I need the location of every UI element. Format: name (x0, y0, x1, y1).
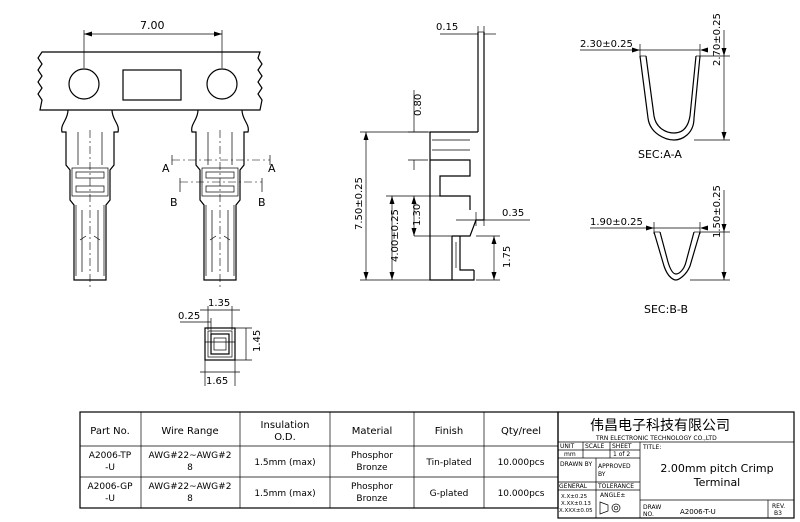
header-finish: Finish (435, 426, 463, 437)
drawing-no-label-l2: NO. (643, 511, 654, 518)
unit-label: UNIT (560, 443, 575, 450)
cell-wire: AWG#22~AWG#2 (149, 482, 232, 492)
header-material: Material (352, 426, 393, 437)
dim-080: 0.80 (413, 94, 424, 116)
front-view: 7.00 A A (37, 19, 276, 290)
dim-130: 1.30 (412, 204, 423, 226)
cell-wire: AWG#22~AWG#2 (149, 451, 232, 461)
title-label: TITLE: (642, 444, 661, 451)
projection-icon (599, 501, 621, 515)
cell-insulation: 1.5mm (max) (254, 458, 315, 468)
cell-finish: G-plated (430, 489, 469, 499)
header-wire-range: Wire Range (161, 426, 218, 437)
header-insulation-l1: Insulation (261, 420, 310, 431)
title-block: 伟昌电子科技有限公司 TRN ELECTRONIC TECHNOLOGY CO.… (557, 411, 795, 519)
dim-end-height: 1.45 (252, 330, 263, 352)
sheet-label: SHEET (612, 443, 632, 450)
cell-material: Phosphor (351, 451, 393, 461)
pilot-hole-left (68, 68, 100, 100)
dim-end-left: 0.25 (178, 311, 200, 322)
sec-b-label: SEC:B-B (644, 303, 688, 316)
end-view: 1.35 0.25 1.45 1.65 (178, 298, 263, 387)
header-qty: Qty/reel (501, 426, 541, 437)
tolerance-3: X.XXX±0.05 (559, 508, 593, 514)
cell-part: A2006-TP (89, 451, 132, 461)
dim-175: 1.75 (502, 246, 513, 268)
cell-material-l2: Bronze (356, 494, 388, 504)
drawing-no: A2006-T-U (680, 508, 716, 516)
cell-wire-suffix: 8 (187, 494, 193, 504)
approved-label-l2: BY (598, 471, 606, 478)
dim-pitch: 7.00 (140, 19, 165, 32)
tolerance-1: X.X±0.25 (561, 494, 588, 500)
dim-sec-b-height: 1.50±0.25 (712, 185, 723, 238)
cell-qty: 10.000pcs (498, 458, 545, 468)
section-mark-b-left: B (170, 196, 178, 209)
unit-value: mm (564, 451, 576, 458)
approved-label-l1: APPROVED (598, 463, 631, 470)
cell-material-l2: Bronze (356, 463, 388, 473)
company-cn: 伟昌电子科技有限公司 (590, 418, 730, 434)
table-row: A2006-TP -U AWG#22~AWG#2 8 1.5mm (max) P… (89, 451, 545, 473)
section-mark-a-right: A (268, 162, 276, 175)
dim-400: 4.00±0.25 (390, 209, 401, 262)
cell-part-suffix: -U (105, 463, 115, 473)
dim-end-top: 1.35 (208, 298, 230, 309)
section-a-a: 2.30±0.25 2.70±0.25 SEC:A-A (580, 13, 730, 161)
cell-wire-suffix: 8 (187, 463, 193, 473)
dim-sec-a-width: 2.30±0.25 (580, 39, 633, 50)
header-part-no: Part No. (90, 426, 130, 437)
section-mark-b-right: B (258, 196, 266, 209)
cell-material: Phosphor (351, 482, 393, 492)
dim-750: 7.50±0.25 (354, 177, 365, 230)
cell-qty: 10.000pcs (498, 489, 545, 499)
drawing-title-l2: Terminal (693, 476, 741, 489)
side-view: 0.15 0.80 7.50±0.25 4.00±0.25 1.30 0.35 (354, 22, 530, 281)
spec-table: Part No. Wire Range Insulation O.D. Mate… (79, 411, 559, 509)
tolerance-2: X.XX±0.13 (561, 501, 591, 507)
sheet-value: 1 of 2 (613, 451, 630, 458)
terminal-left (61, 109, 119, 290)
cell-insulation: 1.5mm (max) (254, 489, 315, 499)
cell-finish: Tin-plated (425, 458, 471, 468)
terminal-right (191, 109, 249, 290)
dim-end-bottom: 1.65 (206, 376, 228, 387)
drawn-by-label: DRAWN BY (560, 461, 592, 468)
angle-label: ANGLE± (600, 492, 625, 499)
center-slot (122, 69, 182, 101)
rev-value: B3 (774, 510, 782, 517)
dim-thickness: 0.15 (436, 22, 458, 33)
scale-label: SCALE (585, 443, 604, 450)
tolerance-label: TOLERANCE (597, 483, 634, 490)
section-b-b: 1.90±0.25 1.50±0.25 SEC:B-B (590, 185, 730, 316)
dim-sec-b-width: 1.90±0.25 (590, 217, 643, 228)
rev-label: REV. (772, 503, 785, 510)
cell-part-suffix: -U (105, 494, 115, 504)
sec-a-label: SEC:A-A (638, 148, 682, 161)
table-row: A2006-GP -U AWG#22~AWG#2 8 1.5mm (max) P… (87, 482, 544, 504)
company-en: TRN ELECTRONIC TECHNOLOGY CO.,LTD (595, 435, 717, 442)
dim-035: 0.35 (502, 208, 524, 219)
section-mark-a-left: A (162, 162, 170, 175)
pilot-hole-right (206, 68, 238, 100)
dim-sec-a-height: 2.70±0.25 (712, 13, 723, 66)
drawing-title-l1: 2.00mm pitch Crimp (660, 462, 773, 475)
header-insulation-l2: O.D. (274, 432, 296, 443)
cell-part: A2006-GP (87, 482, 133, 492)
drawing-no-label-l1: DRAW (643, 504, 661, 511)
general-label: GENERAL (559, 483, 588, 490)
